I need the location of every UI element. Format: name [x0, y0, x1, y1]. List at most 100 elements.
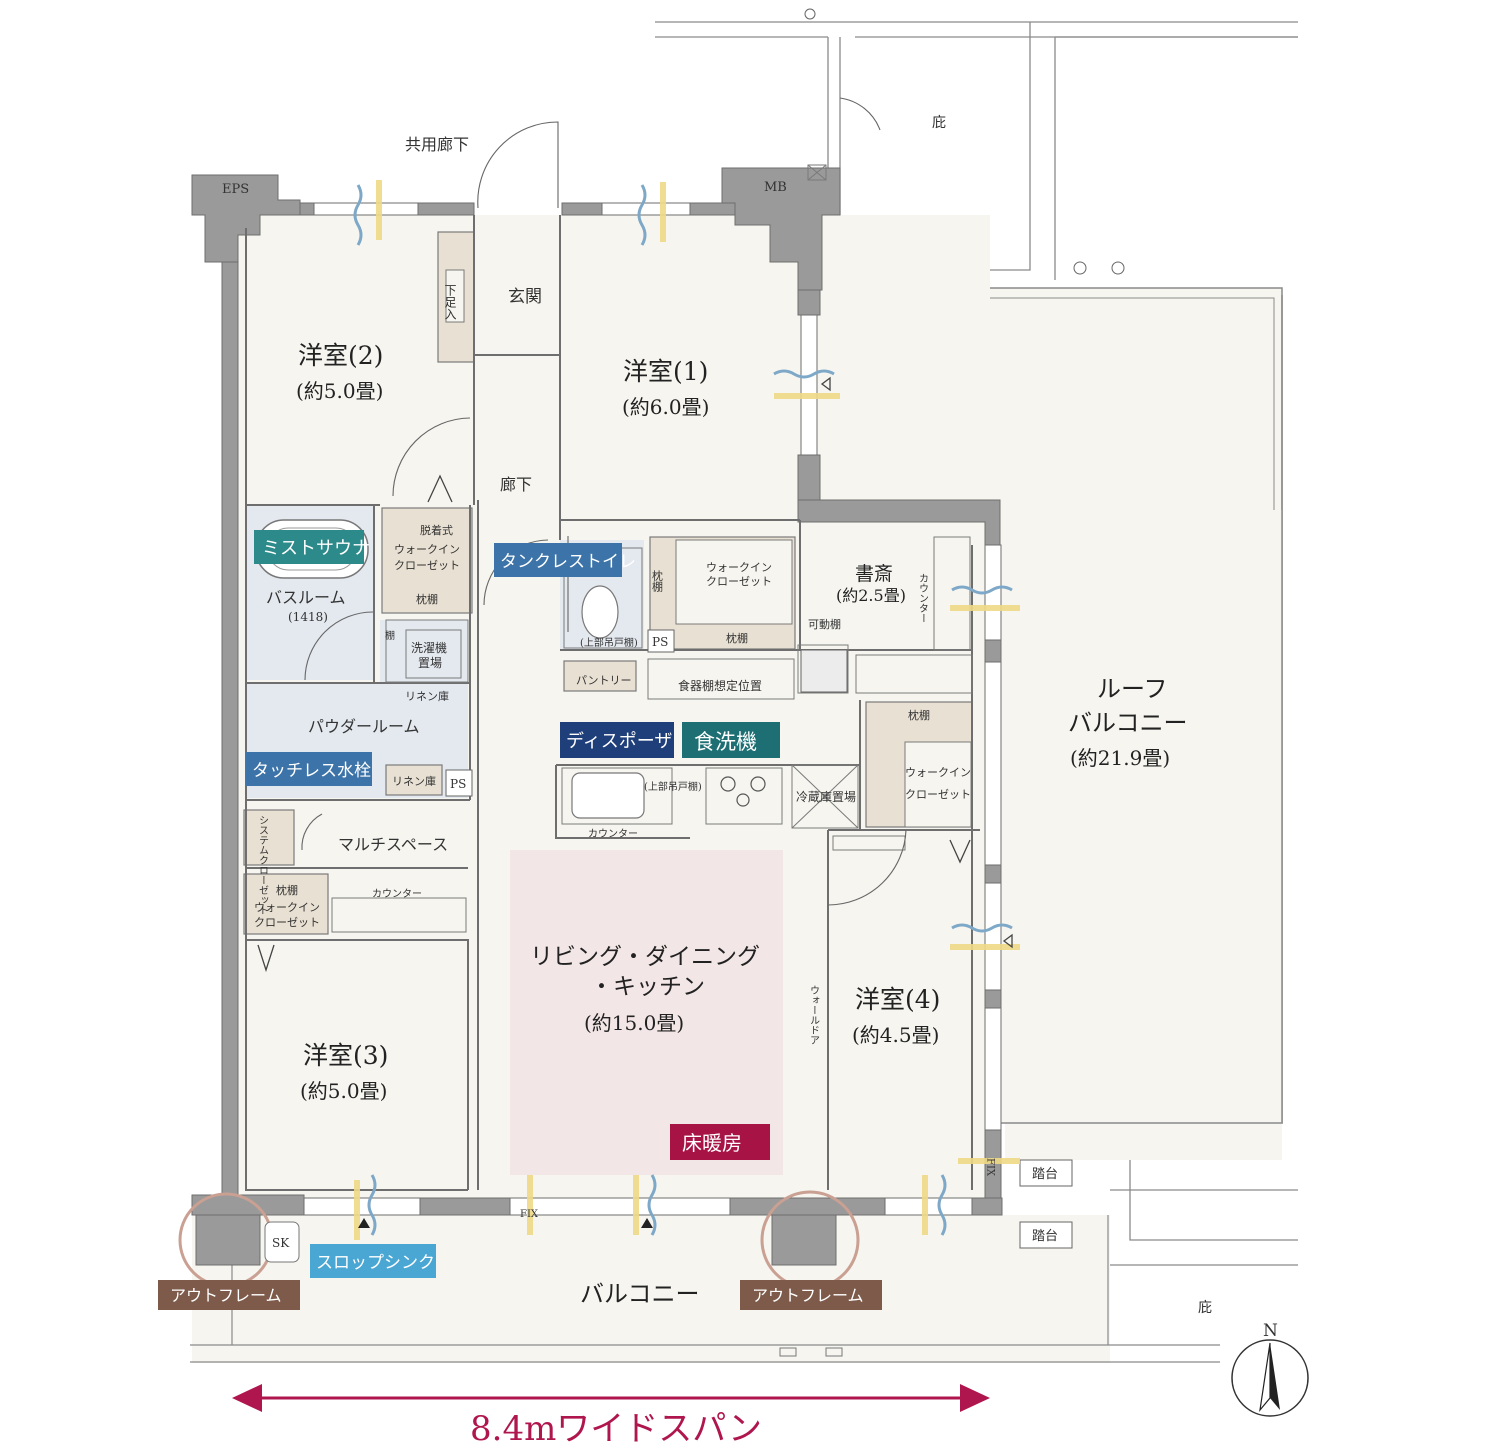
walls: [191, 167, 1003, 1266]
study-name: 書斎: [855, 563, 893, 585]
badge-floor-heating: 床暖房: [670, 1124, 770, 1160]
svg-text:アウトフレーム: アウトフレーム: [752, 1286, 864, 1305]
washer-label-2: 置場: [418, 656, 442, 670]
badge-outframe-right: アウトフレーム: [740, 1280, 882, 1310]
vent-circle: [804, 8, 816, 20]
pillow-shelf-3: 枕棚: [908, 708, 930, 722]
balcony-area: [192, 1215, 1110, 1363]
roof-balcony-size: (約21.9畳): [1070, 746, 1170, 770]
north-label: N: [1263, 1321, 1278, 1341]
room3-name: 洋室(3): [303, 1041, 388, 1070]
outframe-column-right: [771, 1214, 837, 1266]
wic-dressing-3: クローゼット: [394, 559, 460, 572]
fix-label-1: FIX: [985, 1158, 996, 1177]
vent-circle: [1111, 261, 1125, 275]
toilet-bowl: [581, 585, 619, 639]
wic-kitchen-2: クローゼット: [706, 575, 772, 588]
washer-label-1: 洗濯機: [411, 640, 447, 655]
windows: [303, 202, 1002, 1216]
wic-room3-2: クローゼット: [254, 916, 320, 929]
common-corridor-label: 共用廊下: [405, 135, 469, 154]
ldk-floor-heating-area: [510, 850, 783, 1175]
door-triangles: [257, 376, 1013, 973]
room2-size: (約5.0畳): [296, 379, 383, 403]
balcony-label: バルコニー: [580, 1280, 700, 1308]
ldk-size: (約15.0畳): [584, 1011, 684, 1035]
vent-circle: [1073, 261, 1087, 275]
wide-span-label: 8.4mワイドスパン: [470, 1409, 762, 1449]
eaves-label-bottom: 庇: [1198, 1300, 1212, 1316]
ldk-line1: リビング・ダイニング: [530, 944, 760, 970]
step-1: [1019, 1159, 1073, 1187]
fix-label-2: FIX: [520, 1209, 539, 1220]
ps-label-2: PS: [652, 635, 668, 649]
shelf-label: 棚: [385, 629, 395, 642]
wall-door-label: ウォールドア: [808, 985, 820, 1045]
wide-span-arrow: [232, 1384, 990, 1412]
roof-balcony-line1: ルーフ: [1097, 675, 1168, 703]
pillow-shelf-vertical: 枕棚: [651, 569, 664, 593]
svg-text:タンクレストイレ: タンクレストイレ: [500, 552, 636, 572]
linen-label-1: リネン庫: [405, 689, 449, 703]
room4-size: (約4.5畳): [852, 1023, 939, 1047]
outframe-column-left: [195, 1214, 261, 1266]
counter-kitchen-label: カウンター: [588, 828, 638, 840]
step-label-1: 踏台: [1032, 1167, 1058, 1182]
fridge-label: 冷蔵庫置場: [796, 790, 856, 804]
wic-dressing-1: 脱着式: [420, 523, 453, 537]
step-2: [1019, 1221, 1073, 1249]
step-label-2: 踏台: [1032, 1229, 1058, 1244]
multi-space-label: マルチスペース: [338, 835, 448, 854]
ldk-line2: ・キッチン: [590, 974, 705, 1000]
genkan-label: 玄関: [508, 287, 542, 307]
room3-size: (約5.0畳): [300, 1079, 387, 1103]
powder-room-label: パウダールーム: [308, 717, 420, 736]
svg-text:スロップシンク: スロップシンク: [316, 1253, 435, 1273]
pillow-shelf-label: 枕棚: [416, 592, 438, 606]
svg-text:アウトフレーム: アウトフレーム: [170, 1286, 282, 1305]
wic-kitchen-1: ウォークイン: [706, 561, 772, 574]
ps-label-1: PS: [450, 777, 466, 791]
upper-cabinet-1: (上部吊戸棚): [580, 636, 638, 649]
study-size: (約2.5畳): [836, 586, 906, 605]
wic-dressing-2: ウォークイン: [394, 543, 460, 556]
wic-room3-1: ウォークイン: [254, 901, 320, 914]
badge-dishwasher: 食洗機: [682, 722, 780, 758]
svg-text:タッチレス水栓: タッチレス水栓: [252, 761, 371, 781]
bathroom-size: (1418): [288, 610, 328, 624]
svg-text:床暖房: 床暖房: [682, 1131, 742, 1155]
room1-name: 洋室(1): [623, 357, 708, 386]
system-closet-label: システムクローゼット: [257, 815, 269, 915]
badge-outframe-left: アウトフレーム: [158, 1280, 300, 1310]
badge-touchless-faucet: タッチレス水栓: [246, 752, 372, 786]
north-compass-icon: N: [1231, 1321, 1309, 1417]
pantry-label: パントリー: [576, 674, 632, 687]
wic-room4-1: ウォークイン: [905, 766, 971, 779]
sk-label: SK: [272, 1236, 290, 1250]
cooktop: [720, 776, 766, 807]
svg-text:食洗機: 食洗機: [694, 730, 757, 754]
linen-label-2: リネン庫: [392, 774, 436, 788]
dish-cabinet-label: 食器棚想定位置: [678, 678, 762, 693]
pillow-shelf-2: 枕棚: [726, 631, 748, 645]
counter-multi-label: カウンター: [372, 888, 422, 900]
hallway-label: 廊下: [500, 475, 532, 494]
mb-label: MB: [764, 180, 787, 195]
pillow-shelf-4: 枕棚: [276, 883, 298, 897]
adjustable-shelf-label: 可動棚: [808, 617, 841, 631]
svg-text:ディスポーザ: ディスポーザ: [566, 731, 672, 752]
roof-balcony-line2: バルコニー: [1068, 709, 1188, 737]
room4-name: 洋室(4): [855, 985, 940, 1014]
upper-cabinet-2: (上部吊戸棚): [644, 780, 702, 793]
ventilation-arrows: [353, 180, 1020, 1240]
svg-text:ミストサウナ: ミストサウナ: [262, 538, 370, 559]
shoe-box-label: 下足入: [443, 284, 457, 320]
room2-name: 洋室(2): [298, 341, 383, 370]
eaves-outline: [655, 21, 1298, 1266]
counter-vertical: カウンター: [917, 573, 929, 623]
badge-disposer: ディスポーザ: [560, 722, 674, 758]
bathroom-label: バスルーム: [266, 588, 346, 607]
eps-label: EPS: [222, 182, 249, 197]
badge-slop-sink: スロップシンク: [310, 1244, 436, 1278]
